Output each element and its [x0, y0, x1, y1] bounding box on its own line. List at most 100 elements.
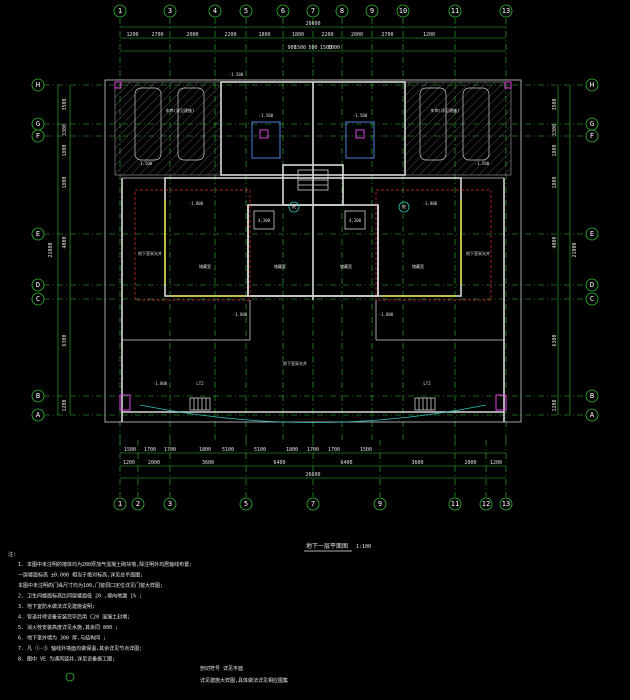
dimension-value: 1200: [62, 399, 68, 411]
building-walls: [104, 79, 522, 423]
legend-a: 剖切符号 详见平面: [200, 665, 243, 672]
dimension-value: 1200: [123, 460, 135, 466]
axis-label-left: D: [36, 281, 40, 289]
dimension-value: 1200: [552, 399, 558, 411]
axis-bubble-bottom: [499, 497, 513, 511]
axis-bubble-right: [585, 78, 599, 92]
axis-label-right: G: [590, 120, 594, 128]
axis-bubble-top: [163, 4, 177, 18]
dimension-value: 3500: [62, 98, 68, 110]
dimension-value: 1800: [258, 32, 270, 38]
dimension-value: 2700: [381, 32, 393, 38]
axis-bubble-right: [585, 389, 599, 403]
axis-label-top: 3: [168, 7, 172, 15]
axis-bubble-top: [365, 4, 379, 18]
dimension-value: 1800: [292, 32, 304, 38]
dimension-value: 1500: [320, 45, 332, 51]
dimension-value: 26600: [305, 21, 320, 27]
axis-bubble-right: [585, 292, 599, 306]
notes-block: 注: 1. 本图中未注明的墙体均为200厚加气混凝土砌块墙,除注明外均居轴线布置…: [8, 551, 288, 684]
dimension-value: 4000: [552, 236, 558, 248]
stair-right-label: LT2: [423, 381, 431, 386]
dimension-value: 6400: [340, 460, 352, 466]
dimension-value: 2000: [464, 460, 476, 466]
dimension-value: 1200: [126, 32, 138, 38]
dimension-value: 1800: [62, 144, 68, 156]
axis-label-left: C: [36, 295, 40, 303]
central-stair: [297, 169, 329, 191]
note-line: 3. 地下室防水做法详见建施说明;: [18, 603, 95, 610]
garage-note-left: 车库(详见建施): [166, 107, 195, 113]
legend-b: 详见建施大样图,具体做法详见相应图集: [200, 677, 288, 684]
axis-label-top: 13: [502, 7, 510, 15]
axis-bubble-top: [113, 4, 127, 18]
axis-bubble-right: [585, 129, 599, 143]
dimension-value: 2700: [151, 32, 163, 38]
dimension-value: 1000: [328, 45, 340, 51]
title-scale: 1:100: [356, 544, 371, 550]
axis-label-top: 9: [370, 7, 374, 15]
dimension-lines: [57, 26, 571, 479]
dimension-value: 900: [287, 45, 296, 51]
axis-label-left: A: [36, 411, 41, 419]
axis-label-left: G: [36, 120, 40, 128]
dimension-value: 5100: [254, 447, 266, 453]
car-icon: [134, 87, 162, 161]
dimension-value: 1800: [286, 447, 298, 453]
dimension-value: 1500: [360, 447, 372, 453]
dimension-value: 3600: [202, 460, 214, 466]
axis-bubble-right: [585, 227, 599, 241]
ve-markers: VE VE: [288, 201, 410, 213]
axis-bubble-bottom: [373, 497, 387, 511]
axis-label-bottom: 3: [168, 500, 172, 508]
axis-bubble-bottom: [479, 497, 493, 511]
note-line: 4. 管道井待设备安装完毕后用 C20 混凝土封堵;: [18, 614, 130, 621]
note-line: 2. 卫生间楼面标高比同层楼面低 20 ,坡向地漏 1% ;: [18, 593, 142, 600]
section-symbol-icon: [65, 672, 75, 682]
dimension-value: 1800: [552, 176, 558, 188]
axis-label-top: 8: [340, 7, 344, 15]
axis-bubble-top: [335, 4, 349, 18]
axis-label-bottom: 11: [451, 500, 459, 508]
car-icon: [419, 87, 447, 161]
axis-bubble-bottom: [448, 497, 462, 511]
elevation-garage-left: -1.500: [138, 161, 153, 166]
axis-bubble-top: [208, 4, 222, 18]
axis-bubble-top: [396, 4, 410, 18]
dimension-value: 1700: [307, 447, 319, 453]
note-line: 1. 本图中未注明的墙体均为200厚加气混凝土砌块墙,除注明外均居轴线布置;: [18, 561, 192, 568]
axis-bubble-bottom: [306, 497, 320, 511]
axis-label-bottom: 1: [118, 500, 122, 508]
elevation-mid-right: -1.800: [423, 201, 438, 206]
axis-bubble-left: [31, 292, 45, 306]
axis-bubble-left: [31, 227, 45, 241]
dimension-value: 3600: [411, 460, 423, 466]
elevation-stair-right: -1.500: [353, 113, 368, 118]
axis-bubble-top: [499, 4, 513, 18]
axis-bubble-right: [585, 278, 599, 292]
vent-right-label: 地下室采光井: [466, 250, 490, 256]
dimension-value: 5100: [222, 447, 234, 453]
room-b-label: 储藏室: [274, 263, 286, 269]
axis-bubble-bottom: [131, 497, 145, 511]
stair-left: [189, 397, 211, 411]
dimension-value: 4000: [62, 236, 68, 248]
notes-header: 注:: [8, 551, 16, 558]
ve-right-label: VE: [402, 205, 407, 210]
axis-bubble-left: [31, 389, 45, 403]
axis-bubble-top: [276, 4, 290, 18]
axis-label-bottom: 9: [378, 500, 382, 508]
note-line: 8. 图中 VE 为通风竖井,详见设备施工图;: [18, 656, 115, 663]
axis-label-left: E: [36, 230, 40, 238]
yard-label: 地下室采光井: [283, 360, 307, 366]
axis-label-left: H: [36, 81, 40, 89]
dimension-value: 1800: [62, 176, 68, 188]
dimension-value: 1200: [490, 460, 502, 466]
dimension-value: 1700: [328, 447, 340, 453]
axis-label-left: B: [36, 392, 40, 400]
axis-label-right: H: [590, 81, 594, 89]
dimension-value: 1500: [124, 447, 136, 453]
lift-left-label: 4,300: [258, 218, 271, 223]
